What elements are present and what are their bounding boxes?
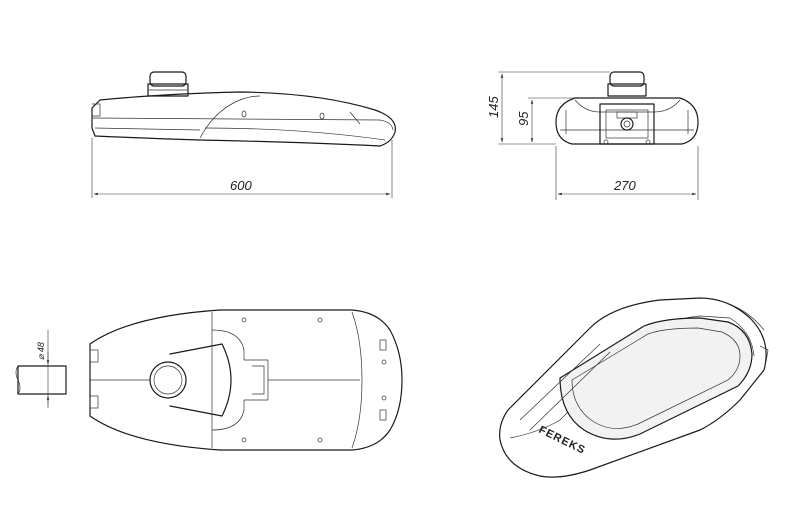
iso-body-outline — [499, 297, 767, 478]
dim-height-body: 95 — [516, 111, 531, 126]
dim-height-total: 145 — [486, 96, 501, 118]
front-sensor-cap — [609, 71, 645, 87]
sensor-cap — [149, 71, 187, 87]
top-body-outline — [89, 309, 403, 451]
side-body-outline — [91, 91, 396, 147]
pole-mount-circle — [149, 361, 187, 399]
isometric-view: FEREKS — [499, 297, 769, 478]
dim-width: 270 — [613, 178, 636, 193]
dim-length: 600 — [230, 178, 252, 193]
side-view: 600 — [91, 71, 396, 198]
front-body-outline — [555, 97, 699, 145]
dim-mount-diameter: ⌀ 48 — [36, 342, 46, 360]
iso-lens — [559, 317, 753, 440]
mount-detail: ⌀ 48 — [15, 330, 67, 408]
front-view: 145 95 270 — [486, 71, 699, 200]
top-view — [89, 309, 403, 451]
brand-logo: FEREKS — [537, 424, 588, 457]
